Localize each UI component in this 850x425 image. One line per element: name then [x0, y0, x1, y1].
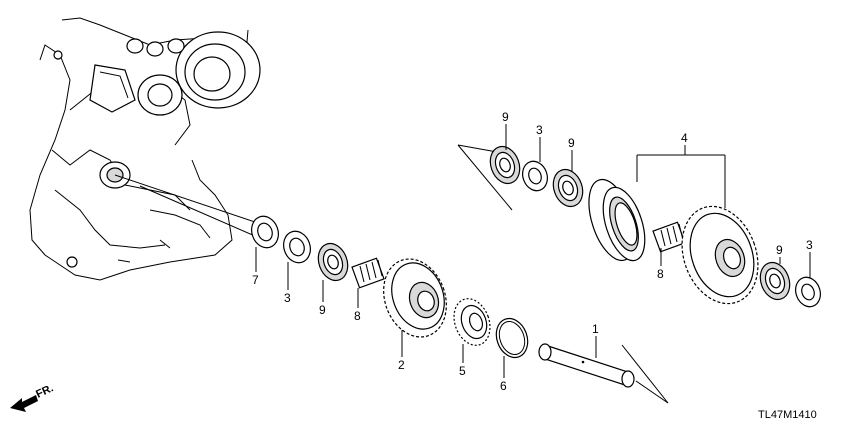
- part-8-needle-bearing-lower: [351, 257, 385, 289]
- callout-7: 7: [252, 273, 259, 287]
- transmission-housing: [29, 17, 261, 281]
- callout-9: 9: [319, 303, 326, 317]
- callout-3: 3: [284, 291, 291, 305]
- callout-1: 1: [592, 322, 599, 336]
- callout-5: 5: [459, 364, 466, 378]
- part-6-snap-ring: [495, 317, 529, 359]
- part-3-shim-lower: [283, 230, 311, 264]
- callout-8: 8: [657, 267, 664, 281]
- part-4-gear: [681, 205, 759, 305]
- part-9-bearing-upper-b: [552, 168, 584, 208]
- part-3-shim-upper-a: [522, 160, 548, 192]
- front-arrow-icon: FR.: [10, 382, 55, 412]
- part-3-shim-upper-b: [795, 276, 821, 308]
- assembly-axis-lines: [114, 144, 669, 404]
- callout-4: 4: [681, 131, 688, 145]
- front-label: FR.: [34, 382, 55, 400]
- callout-6: 6: [500, 379, 507, 393]
- callout-3: 3: [536, 123, 543, 137]
- callout-9: 9: [568, 136, 575, 150]
- part-4-sleeve: [588, 178, 646, 262]
- callout-labels: 9 3 9 4 8 9 3 7 3 9 8 2 5 6 1: [252, 110, 813, 393]
- part-9-bearing-lower: [317, 242, 349, 282]
- callout-3: 3: [806, 238, 813, 252]
- callout-2: 2: [398, 358, 405, 372]
- callout-9: 9: [502, 110, 509, 124]
- callout-9: 9: [776, 243, 783, 257]
- callout-8: 8: [354, 309, 361, 323]
- part-7-thrust-washer: [251, 215, 279, 249]
- part-9-bearing-upper-c: [759, 261, 791, 301]
- part-1-shaft: [538, 343, 635, 388]
- diagram-code: TL47M1410: [758, 409, 817, 421]
- part-5-hub: [453, 298, 491, 346]
- part-8-needle-bearing-upper: [652, 221, 686, 253]
- leader-lines: [255, 124, 811, 378]
- part-2-gear: [383, 258, 447, 338]
- part-9-bearing-upper-a: [489, 145, 521, 185]
